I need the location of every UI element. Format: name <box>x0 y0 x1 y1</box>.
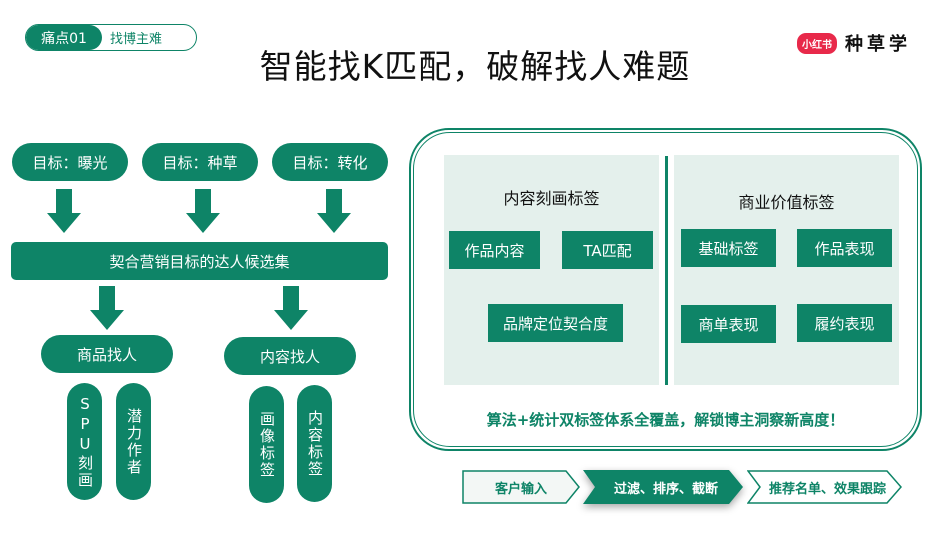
candidate-set-bar: 契合营销目标的达人候选集 <box>11 242 388 280</box>
badge-label: 找博主难 <box>110 32 163 47</box>
chevron-shape <box>462 470 580 504</box>
process-step-recommend: 推荐名单、效果跟踪 <box>747 470 902 504</box>
arrow-down-icon <box>90 286 124 330</box>
pain-point-badge: 痛点01 找博主难 <box>25 24 197 51</box>
tag-fulfillment-performance: 履约表现 <box>797 304 892 342</box>
panel-divider <box>665 156 668 385</box>
slogan: 算法+统计双标签体系全覆盖，解锁博主洞察新高度！ <box>486 411 845 429</box>
persona-tag: 画像标签 <box>249 386 284 503</box>
process-step-filter: 过滤、排序、截断 <box>583 470 743 504</box>
arrow-down-icon <box>317 189 351 233</box>
goal-seeding: 目标：种草 <box>142 143 258 181</box>
chevron-shape <box>747 470 902 504</box>
branch-content-search: 内容找人 <box>224 337 356 375</box>
business-tags-panel <box>674 155 899 385</box>
badge-number: 痛点01 <box>26 25 102 50</box>
logo-name: 种草学 <box>845 34 911 55</box>
xiaohongshu-logo-icon: 小红书 <box>797 32 837 54</box>
spu-profile-tag: SPU刻画 <box>67 383 102 500</box>
spu-profile-text: SPU刻画 <box>76 394 94 489</box>
logo: 小红书 种草学 <box>797 30 911 56</box>
tag-work-content: 作品内容 <box>449 231 540 269</box>
tag-ta-match: TA匹配 <box>562 231 653 269</box>
tag-brand-fit: 品牌定位契合度 <box>488 304 623 342</box>
content-tags-panel <box>444 155 659 385</box>
arrow-down-icon <box>47 189 81 233</box>
content-tag-text: 内容标签 <box>306 409 324 478</box>
potential-author-tag: 潜力作者 <box>116 383 151 500</box>
branch-product-search: 商品找人 <box>41 335 173 373</box>
page-title: 智能找K匹配，破解找人难题 <box>259 47 691 86</box>
goal-conversion: 目标：转化 <box>272 143 388 181</box>
tag-work-performance: 作品表现 <box>797 229 892 267</box>
arrow-down-icon <box>274 286 308 330</box>
chevron-shape <box>583 470 743 504</box>
process-step-recommend-label: 推荐名单、效果跟踪 <box>768 481 886 497</box>
goal-exposure: 目标：曝光 <box>12 143 128 181</box>
content-tag: 内容标签 <box>297 385 332 502</box>
tag-system-frame <box>409 128 922 451</box>
process-step-filter-label: 过滤、排序、截断 <box>613 481 718 497</box>
tag-system-frame-inner <box>413 132 918 447</box>
tag-order-performance: 商单表现 <box>681 305 776 343</box>
arrow-down-icon <box>186 189 220 233</box>
process-step-input: 客户输入 <box>462 470 580 504</box>
content-tags-title: 内容刻画标签 <box>503 189 600 208</box>
tag-basic: 基础标签 <box>681 229 776 267</box>
process-step-input-label: 客户输入 <box>494 481 547 497</box>
persona-tag-text: 画像标签 <box>258 410 276 479</box>
business-tags-title: 商业价值标签 <box>738 193 835 212</box>
potential-author-text: 潜力作者 <box>125 407 143 476</box>
